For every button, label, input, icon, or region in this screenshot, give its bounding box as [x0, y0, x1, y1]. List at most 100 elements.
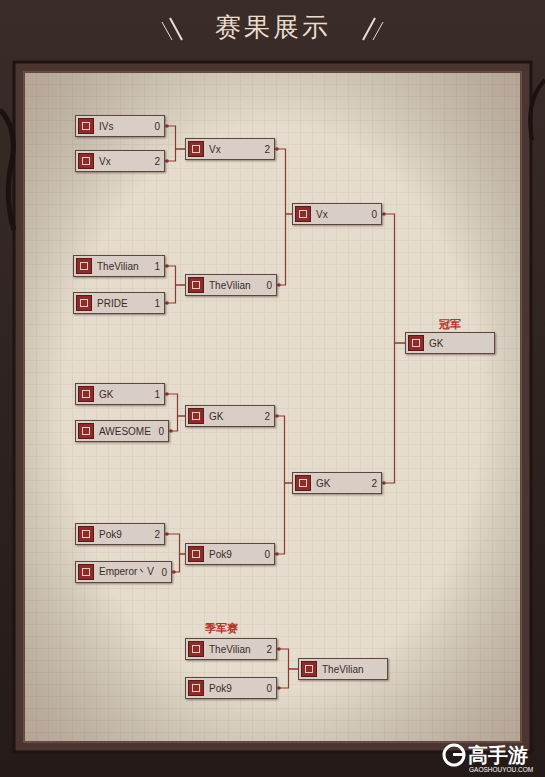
bracket-connector — [275, 483, 292, 554]
bracket-connector — [165, 534, 185, 554]
team-name: Pok9 — [209, 683, 232, 694]
connector-joint — [165, 159, 169, 163]
score: 1 — [149, 298, 160, 309]
team-box: TheVilian 0 — [185, 274, 277, 296]
watermark-url: GAOSHOUYOU.COM — [469, 766, 533, 773]
bracket-connector — [165, 394, 185, 416]
team-icon — [188, 408, 204, 424]
team-box: Pok9 2 — [75, 523, 165, 545]
team-name: TheVilian — [322, 664, 364, 675]
connector-joint — [275, 147, 279, 151]
team-icon — [76, 295, 92, 311]
team-icon — [76, 258, 92, 274]
connector-joint — [275, 414, 279, 418]
team-box: GK2 — [292, 472, 382, 494]
score: 0 — [366, 209, 377, 220]
team-box: 冠军GK — [405, 332, 495, 354]
section-heading: 季军赛 — [205, 621, 238, 636]
connector-joint — [165, 124, 169, 128]
team-name: GK — [99, 389, 113, 400]
team-icon — [301, 661, 317, 677]
team-box: Vx 2 — [75, 150, 165, 172]
score: 2 — [149, 529, 160, 540]
champion-heading: 冠军 — [406, 317, 494, 332]
team-icon — [295, 475, 311, 491]
team-icon — [78, 118, 94, 134]
score: 2 — [261, 644, 272, 655]
team-icon — [188, 277, 204, 293]
score: 2 — [259, 411, 270, 422]
connector-joint — [165, 392, 169, 396]
team-name: Pok9 — [99, 529, 122, 540]
team-icon — [188, 546, 204, 562]
connector-joint — [165, 301, 169, 305]
team-icon — [78, 526, 94, 542]
bracket-connector — [169, 416, 185, 431]
team-icon — [188, 141, 204, 157]
connector-joint — [277, 647, 281, 651]
team-icon — [78, 564, 94, 580]
connector-joint — [275, 552, 279, 556]
team-box: TheVilian 1 — [73, 255, 165, 277]
connector-joint — [382, 481, 386, 485]
team-icon — [188, 641, 204, 657]
bracket-connector — [275, 149, 292, 214]
team-box: Pok90 — [185, 677, 277, 699]
bracket-connector — [165, 149, 185, 161]
team-box: AWESOME0 — [75, 420, 169, 442]
team-name: TheVilian — [209, 280, 251, 291]
watermark: 高手游 — [468, 742, 528, 769]
team-name: PRIDE — [97, 298, 128, 309]
team-box: Pok90 — [185, 543, 275, 565]
team-icon — [78, 386, 94, 402]
score: 0 — [153, 426, 164, 437]
team-name: Emperor丶V — [99, 565, 154, 579]
connector-joint — [277, 686, 281, 690]
watermark-logo — [444, 745, 465, 765]
score: 1 — [149, 389, 160, 400]
team-box: GK 2 — [185, 405, 275, 427]
team-box: TheVilian 2 — [185, 638, 277, 660]
team-icon — [295, 206, 311, 222]
bracket-connector — [165, 266, 185, 285]
connector-joint — [165, 264, 169, 268]
team-name: Vx — [316, 209, 328, 220]
team-icon — [188, 680, 204, 696]
bracket-connector — [165, 126, 185, 149]
team-box: Vx 0 — [292, 203, 382, 225]
connector-joint — [172, 570, 176, 574]
bracket-connector — [382, 214, 405, 343]
connector-joint — [382, 212, 386, 216]
score: 1 — [149, 261, 160, 272]
score: 2 — [259, 144, 270, 155]
team-icon — [78, 153, 94, 169]
team-name: IVs — [99, 121, 113, 132]
team-box: GK 1 — [75, 383, 165, 405]
score: 0 — [156, 567, 167, 578]
connector-joint — [169, 429, 173, 433]
bracket-connector — [382, 343, 405, 483]
team-box: IVs0 — [75, 115, 165, 137]
bracket-connector — [172, 554, 185, 572]
score: 2 — [149, 156, 160, 167]
page-title: 赛果展示 — [0, 10, 545, 45]
team-box: PRIDE 1 — [73, 292, 165, 314]
team-name: GK — [316, 478, 330, 489]
bracket-connector — [275, 416, 292, 483]
bracket-connector — [277, 214, 292, 285]
team-name: GK — [209, 411, 223, 422]
team-name: Vx — [209, 144, 221, 155]
team-name: Vx — [99, 156, 111, 167]
score: 0 — [261, 280, 272, 291]
team-name: AWESOME — [99, 426, 151, 437]
team-name: TheVilian — [97, 261, 139, 272]
bracket-connector — [277, 649, 298, 669]
bracket-connector — [277, 669, 298, 688]
team-box: Vx 2 — [185, 138, 275, 160]
team-name: GK — [429, 338, 443, 349]
team-box: TheVilian — [298, 658, 388, 680]
team-name: TheVilian — [209, 644, 251, 655]
connector-joint — [277, 283, 281, 287]
team-box: Emperor丶V0 — [75, 561, 172, 583]
connector-joint — [165, 532, 169, 536]
